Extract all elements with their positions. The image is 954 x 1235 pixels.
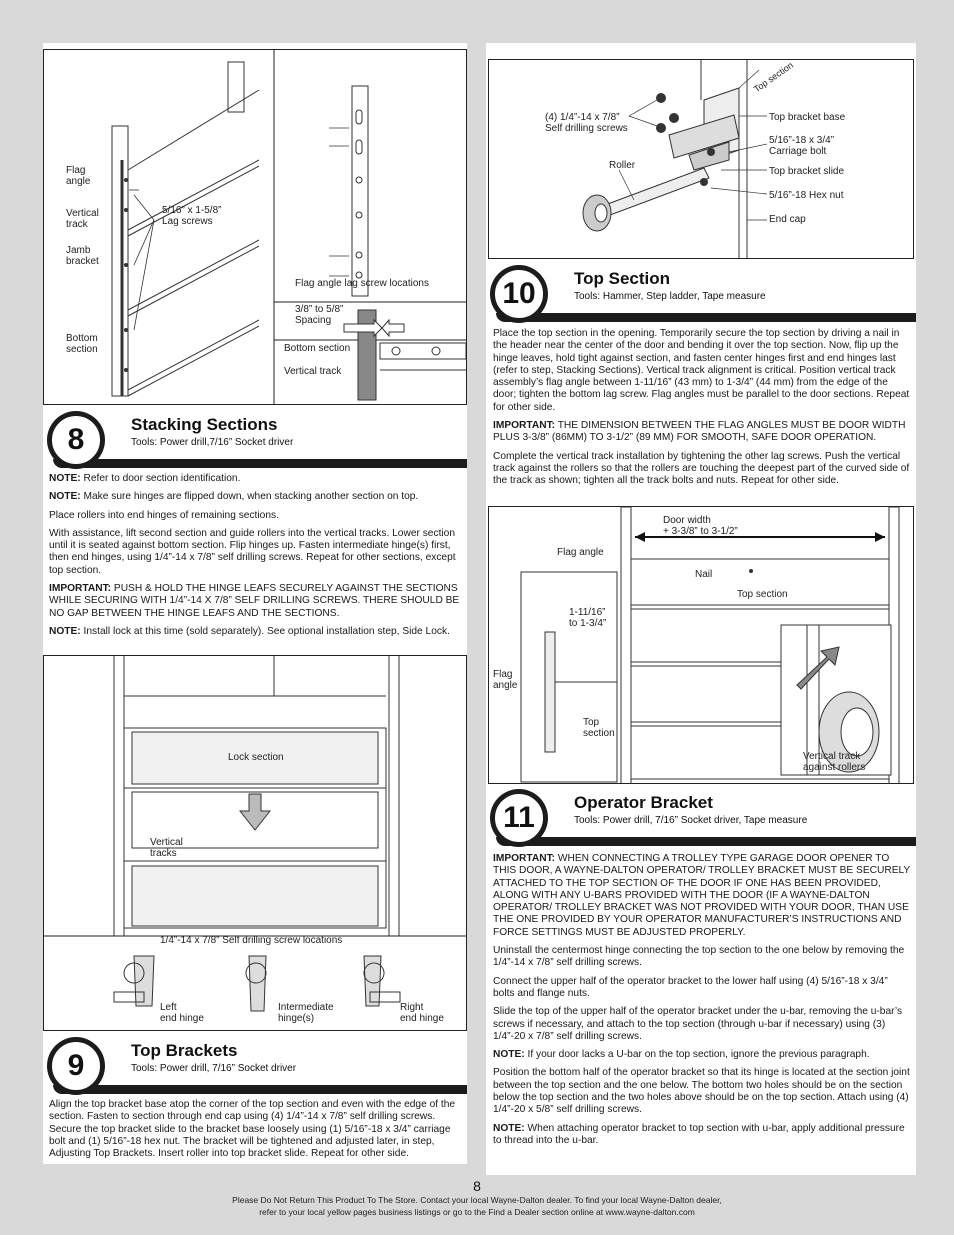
stacking-sections-figure: Flag angle Vertical track Jamb bracket B… xyxy=(43,49,467,405)
vertical-track-label: Vertical track xyxy=(66,208,99,230)
top-brackets-figure: Lock section Vertical tracks 1/4”-14 x 7… xyxy=(43,655,467,1031)
vertical-track-inset-label: Vertical track xyxy=(284,366,342,377)
step-9-body: Align the top bracket base atop the corn… xyxy=(49,1099,461,1166)
flag-angle-label: Flag angle xyxy=(557,547,604,558)
top-section-inset-label: Top section xyxy=(583,717,615,739)
step-8-important: IMPORTANT: PUSH & HOLD THE HINGE LEAFS S… xyxy=(49,583,460,619)
top-bracket-illustration xyxy=(582,60,768,258)
top-brackets-illustration xyxy=(44,656,466,1012)
step-11-para-2: Connect the upper half of the operator b… xyxy=(493,975,888,999)
step-11-para-4: Position the bottom half of the operator… xyxy=(493,1067,910,1116)
step-8-para-2: With assistance, lift second section and… xyxy=(49,527,456,576)
step-8-note-2: NOTE: Make sure hinges are flipped down,… xyxy=(49,491,419,503)
step-9-badge: 9 xyxy=(47,1037,105,1095)
step-9-title: Top Brackets xyxy=(131,1041,238,1060)
step-9-number: 9 xyxy=(51,1041,101,1091)
step-11-body: IMPORTANT: WHEN CONNECTING A TROLLEY TYP… xyxy=(493,853,911,1153)
screw-locations-label: 1/4”-14 x 7/8” Self drilling screw locat… xyxy=(160,935,343,946)
step-8-bar xyxy=(53,459,467,468)
nail-label: Nail xyxy=(695,569,713,580)
step-10-para-1: Place the top section in the opening. Te… xyxy=(493,328,910,413)
step-11-important: IMPORTANT: WHEN CONNECTING A TROLLEY TYP… xyxy=(493,853,911,938)
lag-screws-label: 5/16” x 1-5/8” Lag screws xyxy=(162,205,222,227)
step-10-title: Top Section xyxy=(574,269,671,288)
footer: Please Do Not Return This Product To The… xyxy=(0,1194,954,1218)
top-section-label: Top section xyxy=(737,589,788,600)
step-9-header: 9 Top Brackets Tools: Power drill, 7/16”… xyxy=(43,1033,467,1095)
step-11-tools: Tools: Power drill, 7/16” Socket driver,… xyxy=(574,815,808,826)
roller-label: Roller xyxy=(609,160,636,171)
end-cap-label: End cap xyxy=(769,214,806,225)
step-10-number: 10 xyxy=(494,269,544,319)
step-8-badge: 8 xyxy=(47,411,105,469)
left-column: Flag angle Vertical track Jamb bracket B… xyxy=(43,43,467,1164)
step-8-note-3: NOTE: Install lock at this time (sold se… xyxy=(49,625,450,637)
footer-line-1: Please Do Not Return This Product To The… xyxy=(232,1195,722,1205)
spacing-label: 3/8” to 5/8” Spacing xyxy=(295,304,344,326)
door-width-figure: Door width + 3-3/8” to 3-1/2” Flag angle… xyxy=(488,506,914,784)
carriage-bolt-label: 5/16”-18 x 3/4” Carriage bolt xyxy=(769,135,835,157)
step-8-body: NOTE: Refer to door section identificati… xyxy=(49,473,461,644)
flag-angle-inset-label: Flag angle xyxy=(493,669,518,691)
step-8-tools: Tools: Power drill,7/16” Socket driver xyxy=(131,437,294,448)
page-number: 8 xyxy=(473,1178,481,1194)
step-11-title: Operator Bracket xyxy=(574,793,713,812)
step-11-note-1: NOTE: If your door lacks a U-bar on the … xyxy=(493,1049,870,1061)
step-11-note-2: NOTE: When attaching operator bracket to… xyxy=(493,1122,905,1146)
step-9-para-1: Align the top bracket base atop the corn… xyxy=(49,1099,456,1160)
footer-line-2: refer to your local yellow pages busines… xyxy=(259,1207,695,1217)
step-11-bar xyxy=(496,837,916,846)
door-width-label: Door width + 3-3/8” to 3-1/2” xyxy=(663,515,738,537)
step-9-tools: Tools: Power drill, 7/16” Socket driver xyxy=(131,1063,297,1074)
vertical-tracks-label: Vertical tracks xyxy=(150,837,183,859)
step-10-body: Place the top section in the opening. Te… xyxy=(493,328,911,494)
door-width-illustration xyxy=(520,507,900,783)
right-end-hinge-label: Right end hinge xyxy=(400,1002,444,1024)
lock-section-label: Lock section xyxy=(228,752,284,763)
step-11-para-3: Slide the top of the upper half of the o… xyxy=(493,1006,903,1042)
step-11-badge: 11 xyxy=(490,789,548,847)
step-8-note-1: NOTE: Refer to door section identificati… xyxy=(49,473,241,484)
hex-nut-label: 5/16”-18 Hex nut xyxy=(769,190,844,201)
right-column: Top section (4) 1/4”-14 x 7/8” Self dril… xyxy=(486,43,916,1175)
jamb-bracket-label: Jamb bracket xyxy=(66,245,99,267)
step-11-para-1: Uninstall the centermost hinge connectin… xyxy=(493,945,905,969)
left-end-hinge-label: Left end hinge xyxy=(160,1002,204,1024)
step-8-para-1: Place rollers into end hinges of remaini… xyxy=(49,509,279,521)
step-8-title: Stacking Sections xyxy=(131,415,278,434)
step-10-important: IMPORTANT: THE DIMENSION BETWEEN THE FLA… xyxy=(493,420,906,444)
bottom-section-inset-label: Bottom section xyxy=(284,343,351,354)
intermediate-hinge-label: Intermediate hinge(s) xyxy=(278,1002,334,1024)
top-bracket-figure: Top section (4) 1/4”-14 x 7/8” Self dril… xyxy=(488,59,914,259)
top-bracket-slide-label: Top bracket slide xyxy=(769,166,845,177)
dimension-label: 1-11/16” to 1-3/4” xyxy=(569,607,607,629)
top-bracket-base-label: Top bracket base xyxy=(769,112,846,123)
self-drilling-screws-label: (4) 1/4”-14 x 7/8” Self drilling screws xyxy=(545,112,628,134)
step-8-header: 8 Stacking Sections Tools: Power drill,7… xyxy=(43,407,467,469)
step-10-bar xyxy=(496,313,916,322)
step-11-header: 11 Operator Bracket Tools: Power drill, … xyxy=(486,785,916,847)
step-10-header: 10 Top Section Tools: Hammer, Step ladde… xyxy=(486,261,916,323)
stacking-sections-illustration xyxy=(111,50,466,404)
step-9-bar xyxy=(53,1085,467,1094)
flag-angle-label: Flag angle xyxy=(66,165,91,187)
vertical-track-rollers-label: Vertical track against rollers xyxy=(803,751,866,773)
step-8-number: 8 xyxy=(51,415,101,465)
step-10-badge: 10 xyxy=(490,265,548,323)
step-10-para-2: Complete the vertical track installation… xyxy=(493,450,910,487)
flag-angle-locations-label: Flag angle lag screw locations xyxy=(295,278,429,289)
bottom-section-label: Bottom section xyxy=(66,333,98,355)
step-10-tools: Tools: Hammer, Step ladder, Tape measure xyxy=(574,291,766,302)
step-11-number: 11 xyxy=(494,793,544,843)
